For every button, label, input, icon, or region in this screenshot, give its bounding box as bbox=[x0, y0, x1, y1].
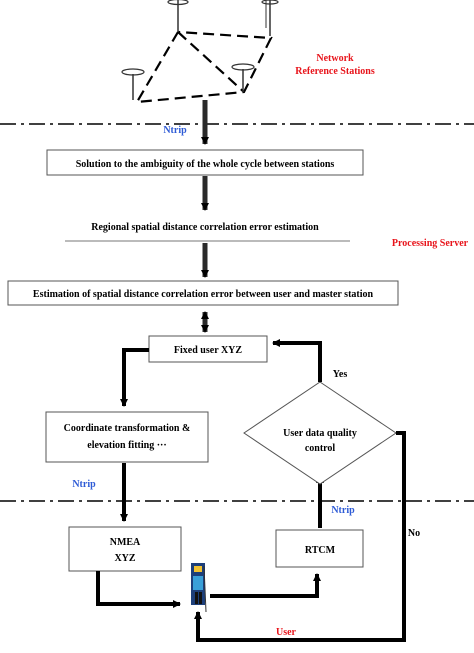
reference-stations-label: Reference Stations bbox=[295, 66, 375, 77]
coordinate-text-line1: Coordinate transformation & bbox=[64, 423, 191, 434]
ntrip-label: Ntrip bbox=[72, 479, 96, 490]
fixed-user-text: Fixed user XYZ bbox=[174, 345, 242, 356]
coordinate-box bbox=[45, 411, 209, 463]
quality-text-line2: control bbox=[305, 443, 336, 454]
rtcm-box bbox=[275, 529, 364, 568]
reference-station-network bbox=[121, 0, 279, 104]
flow-arrow bbox=[96, 571, 181, 608]
surveyor-icon bbox=[191, 563, 207, 613]
quality-text-line1: User data quality bbox=[283, 428, 357, 439]
flow-arrow bbox=[210, 573, 321, 598]
station-link-dashed bbox=[134, 30, 273, 104]
ntrip-label: Ntrip bbox=[331, 505, 355, 516]
yes-label: Yes bbox=[333, 369, 348, 380]
ntrip-label: Ntrip bbox=[163, 125, 187, 136]
ambiguity-box bbox=[46, 149, 364, 176]
antenna-icon bbox=[167, 0, 189, 32]
fixed-user-box bbox=[148, 335, 268, 363]
rtcm-text: RTCM bbox=[305, 545, 336, 556]
user-label: User bbox=[276, 627, 297, 638]
regional-estimation-text: Regional spatial distance correlation er… bbox=[91, 222, 319, 233]
network-label: Network bbox=[316, 53, 354, 64]
antenna-icon bbox=[231, 63, 255, 92]
antenna-icon bbox=[121, 68, 145, 100]
nmea-box bbox=[68, 526, 182, 572]
flow-arrow bbox=[120, 348, 149, 407]
quality-control-diamond bbox=[243, 381, 397, 485]
no-label: No bbox=[408, 528, 420, 539]
flow-arrow-no bbox=[194, 431, 406, 642]
coordinate-text-line2: elevation fitting ··· bbox=[87, 440, 166, 451]
nmea-text: NMEA bbox=[110, 537, 141, 548]
xyz-text: XYZ bbox=[114, 553, 135, 564]
ambiguity-text: Solution to the ambiguity of the whole c… bbox=[76, 159, 335, 170]
antenna-icon bbox=[261, 0, 279, 36]
processing-server-label: Processing Server bbox=[392, 238, 469, 249]
estimation-box bbox=[7, 280, 399, 306]
station-link-dashed bbox=[177, 31, 245, 93]
flow-arrow-yes bbox=[272, 339, 322, 382]
estimation-text: Estimation of spatial distance correlati… bbox=[33, 289, 374, 300]
